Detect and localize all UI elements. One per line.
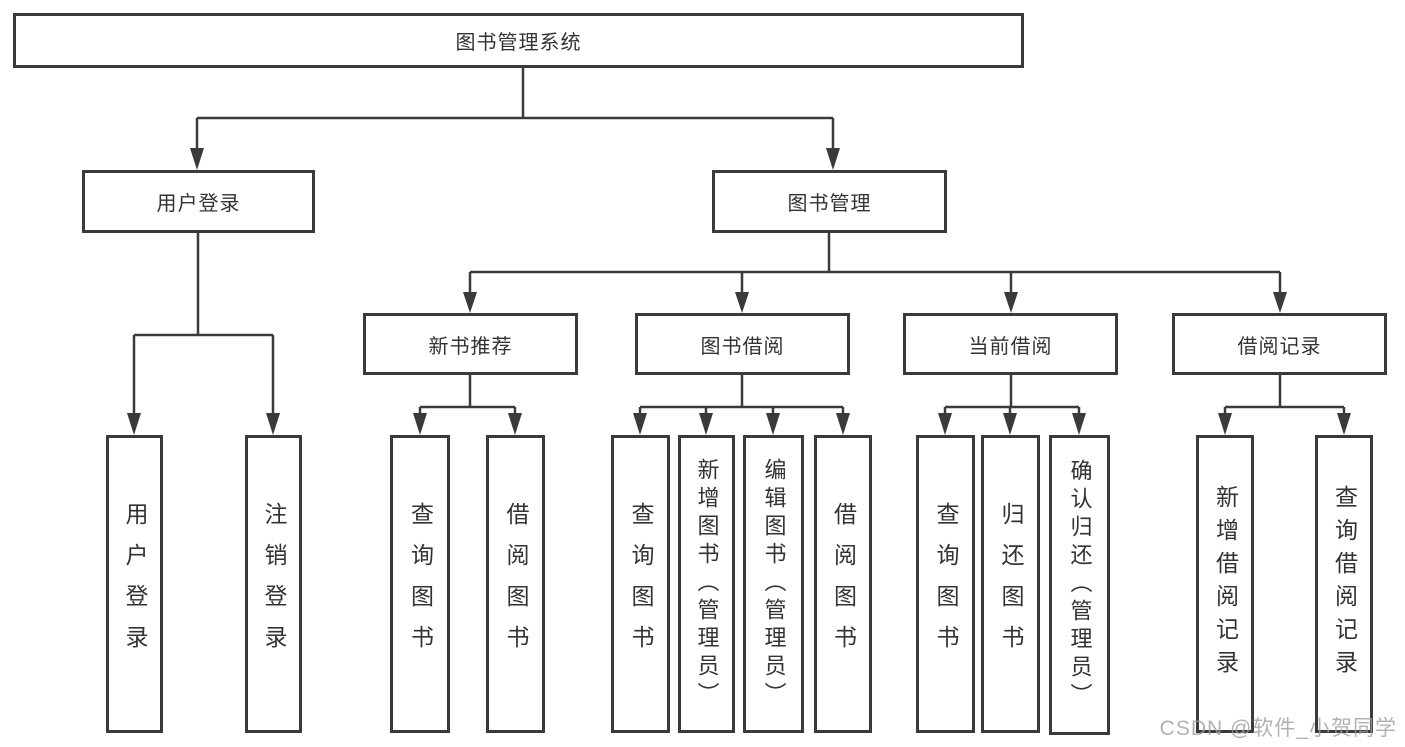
leaf-borrow-add-admin: 新增图书（管理员） [678, 435, 735, 733]
node-new-book-recommend-label: 新书推荐 [428, 335, 513, 358]
leaf-borrow-query: 查询图书 [611, 435, 670, 733]
node-book-management-label: 图书管理 [787, 193, 872, 215]
leaf-newbook-borrow-label: 借阅图书 [503, 502, 529, 666]
node-book-management: 图书管理 [712, 170, 947, 233]
leaf-login: 用户登录 [106, 435, 163, 733]
leaf-record-query: 查询借阅记录 [1315, 435, 1373, 733]
node-book-borrow-label: 图书借阅 [700, 335, 785, 358]
node-root-label: 图书管理系统 [455, 32, 582, 54]
leaf-borrow-edit-admin-label: 编辑图书（管理员） [761, 458, 787, 710]
node-book-borrow: 图书借阅 [635, 313, 850, 375]
leaf-logout-label: 注销登录 [261, 502, 287, 666]
leaf-current-confirm-admin-label: 确认归还（管理员） [1067, 459, 1093, 711]
leaf-newbook-query: 查询图书 [390, 435, 450, 733]
leaf-current-query-label: 查询图书 [933, 502, 959, 666]
leaf-current-query: 查询图书 [916, 435, 975, 733]
node-user-login: 用户登录 [82, 170, 315, 233]
node-user-login-label: 用户登录 [156, 193, 241, 215]
leaf-borrow-edit-admin: 编辑图书（管理员） [743, 435, 804, 733]
leaf-logout: 注销登录 [245, 435, 302, 733]
csdn-watermark: CSDN @软件_小贺同学 [1159, 717, 1397, 740]
leaf-record-add-label: 新增借阅记录 [1212, 485, 1239, 683]
leaf-current-confirm-admin: 确认归还（管理员） [1049, 435, 1110, 735]
leaf-record-add: 新增借阅记录 [1196, 435, 1254, 733]
leaf-record-query-label: 查询借阅记录 [1331, 485, 1358, 683]
leaf-newbook-borrow: 借阅图书 [486, 435, 545, 733]
leaf-current-return: 归还图书 [981, 435, 1040, 733]
arrowheads [127, 148, 1351, 435]
leaf-current-return-label: 归还图书 [998, 502, 1024, 666]
leaf-login-label: 用户登录 [122, 502, 148, 666]
leaf-newbook-query-label: 查询图书 [407, 502, 434, 666]
node-current-borrow: 当前借阅 [903, 313, 1118, 375]
node-borrow-record: 借阅记录 [1172, 313, 1387, 375]
leaf-borrow-add-admin-label: 新增图书（管理员） [694, 458, 720, 710]
leaf-borrow-borrow: 借阅图书 [814, 435, 872, 733]
node-new-book-recommend: 新书推荐 [363, 313, 578, 375]
leaf-borrow-borrow-label: 借阅图书 [830, 502, 857, 666]
leaf-borrow-query-label: 查询图书 [628, 502, 654, 666]
node-current-borrow-label: 当前借阅 [968, 335, 1053, 358]
node-root: 图书管理系统 [13, 13, 1024, 68]
node-borrow-record-label: 借阅记录 [1237, 335, 1322, 358]
